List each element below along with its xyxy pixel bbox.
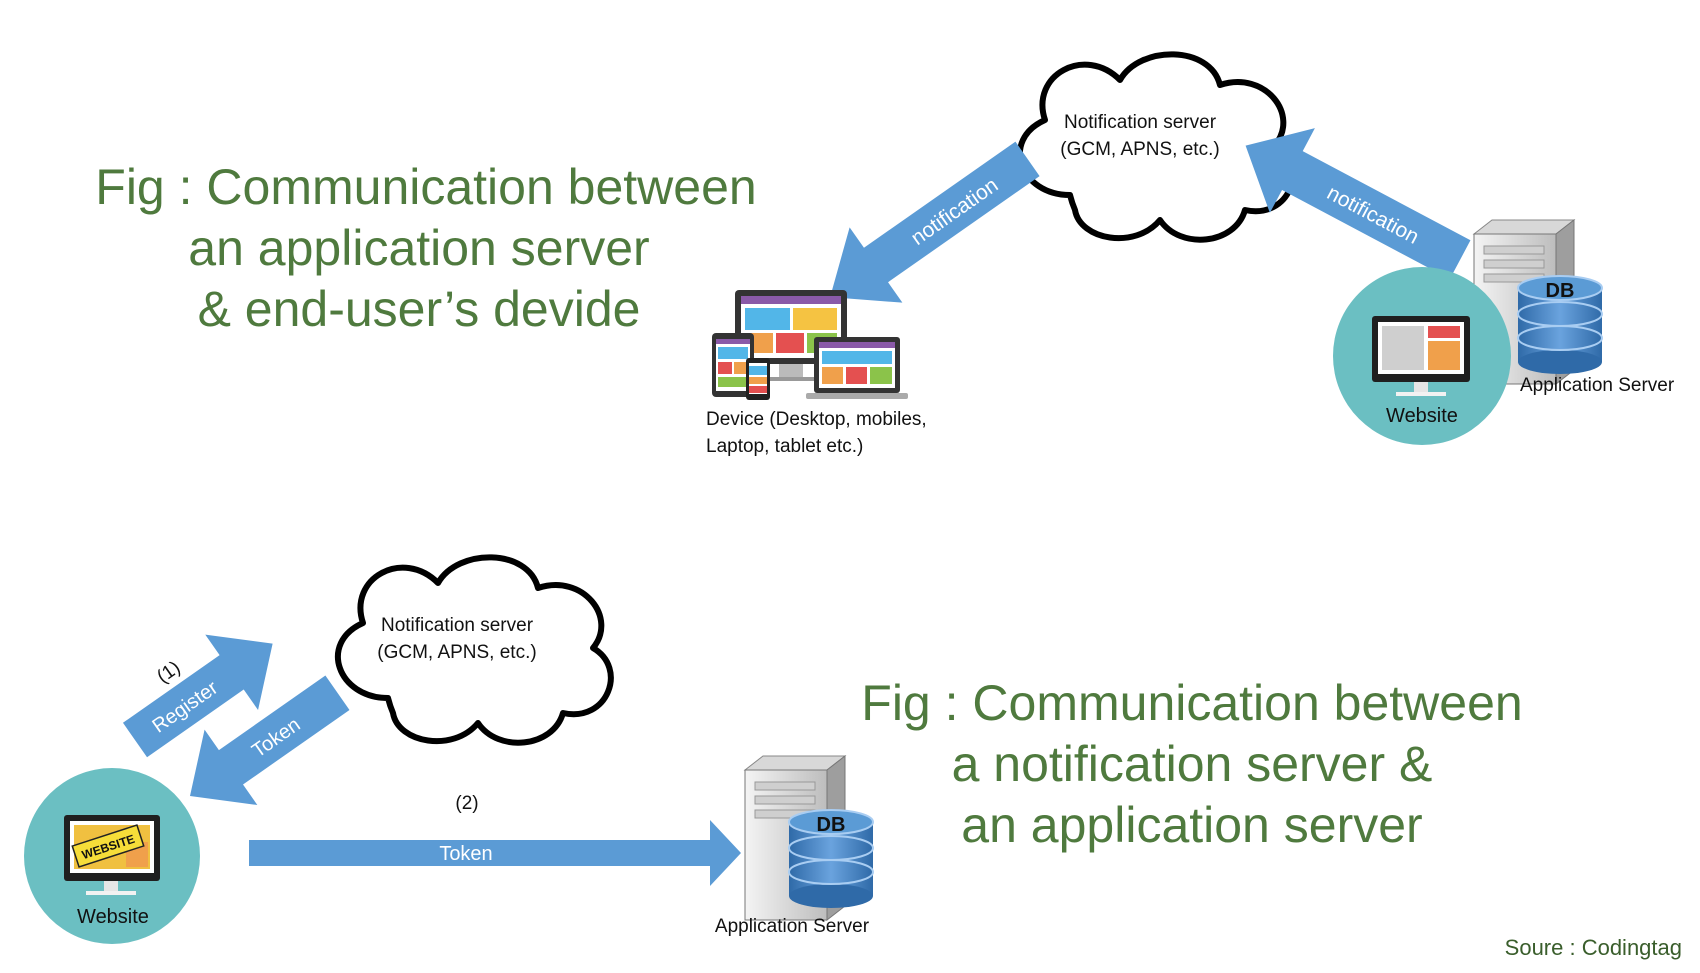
database-icon-2: DB bbox=[788, 809, 874, 908]
application-server-label-2: Application Server bbox=[715, 916, 870, 937]
fig1-title-line1: Fig : Communication between bbox=[95, 159, 757, 215]
website-circle-2: WEBSITE Website bbox=[24, 768, 200, 944]
fig1-title: Fig : Communication between an applicati… bbox=[86, 157, 766, 340]
website-circle: Website bbox=[1333, 267, 1511, 445]
fig2-title: Fig : Communication between a notificati… bbox=[852, 673, 1532, 856]
token-forward-label: Token bbox=[439, 843, 492, 865]
cloud2-label-line1: Notification server bbox=[381, 615, 534, 636]
fig2-title-line2: a notification server & bbox=[951, 736, 1433, 792]
fig1-title-line2: an application server bbox=[188, 220, 650, 276]
devices-icon bbox=[712, 290, 908, 400]
fig1-title-line3: & end-user’s devide bbox=[197, 281, 641, 337]
token-forward-arrow: Token bbox=[249, 820, 741, 886]
db-label: DB bbox=[1546, 280, 1575, 302]
fig2-title-line1: Fig : Communication between bbox=[861, 675, 1523, 731]
database-icon: DB bbox=[1517, 275, 1603, 374]
website-monitor-icon: WEBSITE bbox=[64, 815, 160, 895]
cloud-label-line1: Notification server bbox=[1064, 112, 1217, 133]
device-caption-line2: Laptop, tablet etc.) bbox=[706, 436, 863, 457]
cloud2-label-line2: (GCM, APNS, etc.) bbox=[377, 642, 536, 663]
application-server-label: Application Server bbox=[1520, 375, 1675, 396]
website-label-2: Website bbox=[77, 906, 149, 928]
source-credit: Soure : Codingtag bbox=[1504, 935, 1682, 960]
monitor-icon bbox=[1372, 316, 1470, 396]
cloud-label-line2: (GCM, APNS, etc.) bbox=[1060, 139, 1219, 160]
fig2-title-line3: an application server bbox=[961, 797, 1423, 853]
step2-label: (2) bbox=[455, 793, 478, 814]
db-label-2: DB bbox=[817, 814, 846, 836]
device-caption-line1: Device (Desktop, mobiles, bbox=[706, 409, 927, 430]
website-label: Website bbox=[1386, 405, 1458, 427]
